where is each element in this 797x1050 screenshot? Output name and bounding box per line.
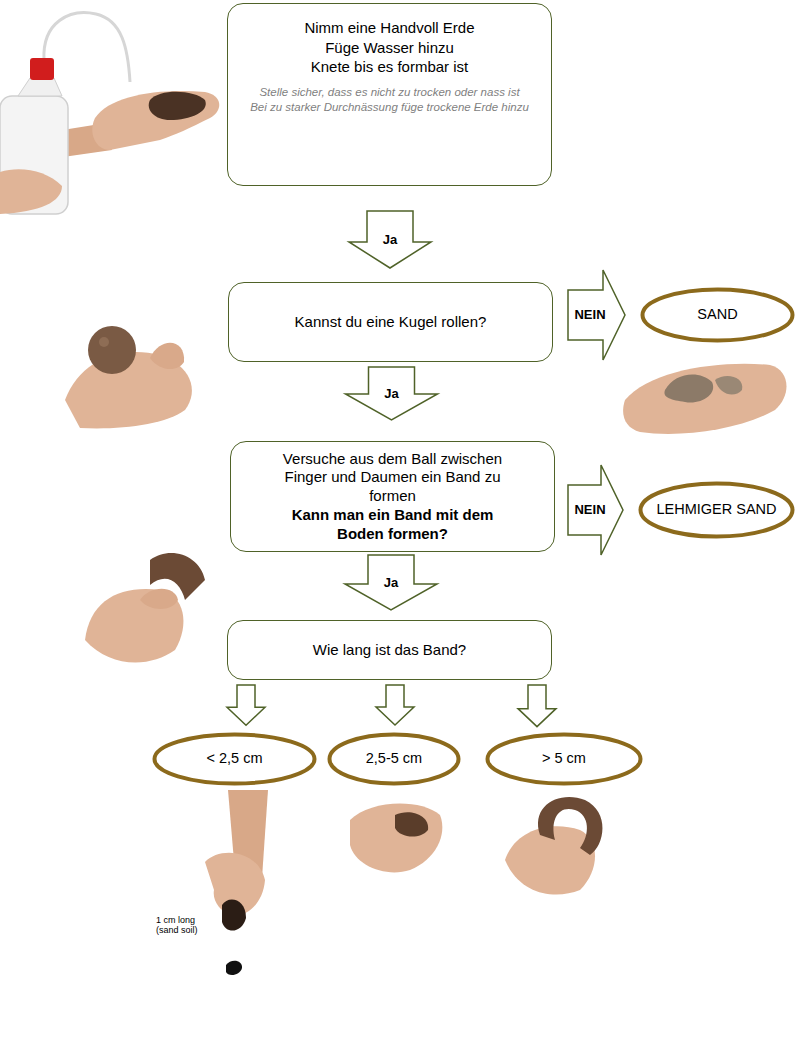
sand xyxy=(664,374,713,402)
result-oval: LEHMIGER SAND xyxy=(638,481,795,539)
thumb xyxy=(140,589,178,609)
block-arrow xyxy=(376,685,414,725)
block-arrow xyxy=(345,555,437,610)
short-ribbon-photo xyxy=(205,790,268,975)
soil xyxy=(222,899,246,930)
result-oval: SAND xyxy=(640,287,795,343)
bottle-cap xyxy=(30,58,54,80)
hand xyxy=(623,364,786,434)
oval-border xyxy=(488,735,641,784)
soil-piece xyxy=(226,961,242,975)
result-oval: 2,5-5 cm xyxy=(327,732,461,786)
oval-border xyxy=(155,735,315,784)
water-bottle-photo xyxy=(0,13,219,214)
question-text: Kann man ein Band mit dem Boden formen? xyxy=(269,506,516,544)
soil-ribbon xyxy=(538,797,602,855)
ball-photo xyxy=(65,326,192,428)
block-arrow xyxy=(346,367,438,420)
oval-border xyxy=(641,484,793,537)
soil-ribbon xyxy=(395,812,428,836)
long-ribbon-photo xyxy=(505,797,603,895)
note-text: Bei zu starker Durchnässung füge trocken… xyxy=(238,100,541,116)
thumb xyxy=(150,343,184,369)
arrow-label: Ja xyxy=(383,386,399,402)
oval-border xyxy=(643,290,793,341)
bottle xyxy=(0,96,68,214)
sand-photo xyxy=(623,364,786,434)
photo-caption: 1 cm long (sand soil) xyxy=(156,915,216,936)
bottle-neck xyxy=(18,78,62,96)
arrow-label: NEIN xyxy=(573,307,606,323)
result-text: LEHMIGER SAND xyxy=(656,501,776,518)
box-text: Nimm eine Handvoll Erde xyxy=(238,18,541,38)
arrow-label: Ja xyxy=(382,232,398,248)
block-arrow xyxy=(227,685,265,725)
hand xyxy=(350,804,442,873)
block-arrow xyxy=(568,465,623,555)
result-text: 2,5-5 cm xyxy=(366,750,422,767)
block-arrow xyxy=(568,270,625,360)
hand xyxy=(0,169,62,214)
block-arrow xyxy=(349,211,431,268)
soil-texture xyxy=(99,337,109,347)
decision-box: Kannst du eine Kugel rollen? xyxy=(228,282,553,362)
result-oval: < 2,5 cm xyxy=(152,732,317,786)
box-text: Knete bis es formbar ist xyxy=(238,57,541,77)
box-text: Versuche aus dem Ball zwischen Finger un… xyxy=(269,450,516,506)
box-text: Füge Wasser hinzu xyxy=(238,38,541,58)
result-oval: > 5 cm xyxy=(485,732,643,786)
soil xyxy=(149,92,206,120)
soil-ball xyxy=(88,326,136,374)
tube xyxy=(44,13,130,82)
note-text: Stelle sicher, dass es nicht zu trocken … xyxy=(238,85,541,101)
hand xyxy=(92,91,219,150)
result-text: SAND xyxy=(697,306,737,323)
ribbon-photo xyxy=(85,553,205,663)
medium-ribbon-photo xyxy=(350,804,442,873)
result-text: > 5 cm xyxy=(542,750,586,767)
sand xyxy=(715,376,742,395)
box-text: Wie lang ist das Band? xyxy=(242,640,537,660)
process-box: Nimm eine Handvoll ErdeFüge Wasser hinzu… xyxy=(227,3,552,186)
result-text: < 2,5 cm xyxy=(206,750,262,767)
box-text: Kannst du eine Kugel rollen? xyxy=(243,312,538,332)
arrow-label: Ja xyxy=(383,575,399,591)
oval-border xyxy=(330,735,459,784)
block-arrow xyxy=(518,685,556,727)
hand xyxy=(85,589,183,662)
arrow-label: NEIN xyxy=(573,502,606,518)
question-box: Wie lang ist das Band? xyxy=(227,620,552,680)
decision-box: Versuche aus dem Ball zwischen Finger un… xyxy=(230,441,555,552)
